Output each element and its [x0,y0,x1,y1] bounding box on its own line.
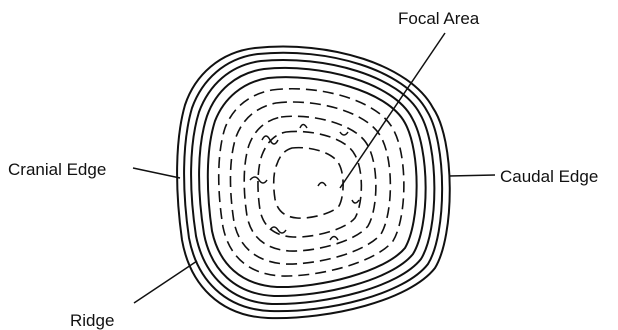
focal-mark [318,183,326,187]
ridge-label: Ridge [70,311,114,330]
inner-circuli [219,89,404,276]
focal-mark [352,200,359,203]
cranial-edge-leader [133,168,180,178]
ridge-ring-4 [208,77,417,287]
focal-mark [330,237,338,241]
focal-mark [300,125,307,129]
caudal-edge-label: Caudal Edge [500,167,598,186]
cranial-edge-label: Cranial Edge [8,160,106,179]
caudal-edge-leader [449,175,495,176]
focal-mark [340,132,348,135]
circulus-4 [258,131,361,237]
ridge-leader [134,261,197,303]
focal-area-label: Focal Area [398,9,480,28]
circulus-5 [274,148,343,219]
circulus-2 [230,102,390,264]
